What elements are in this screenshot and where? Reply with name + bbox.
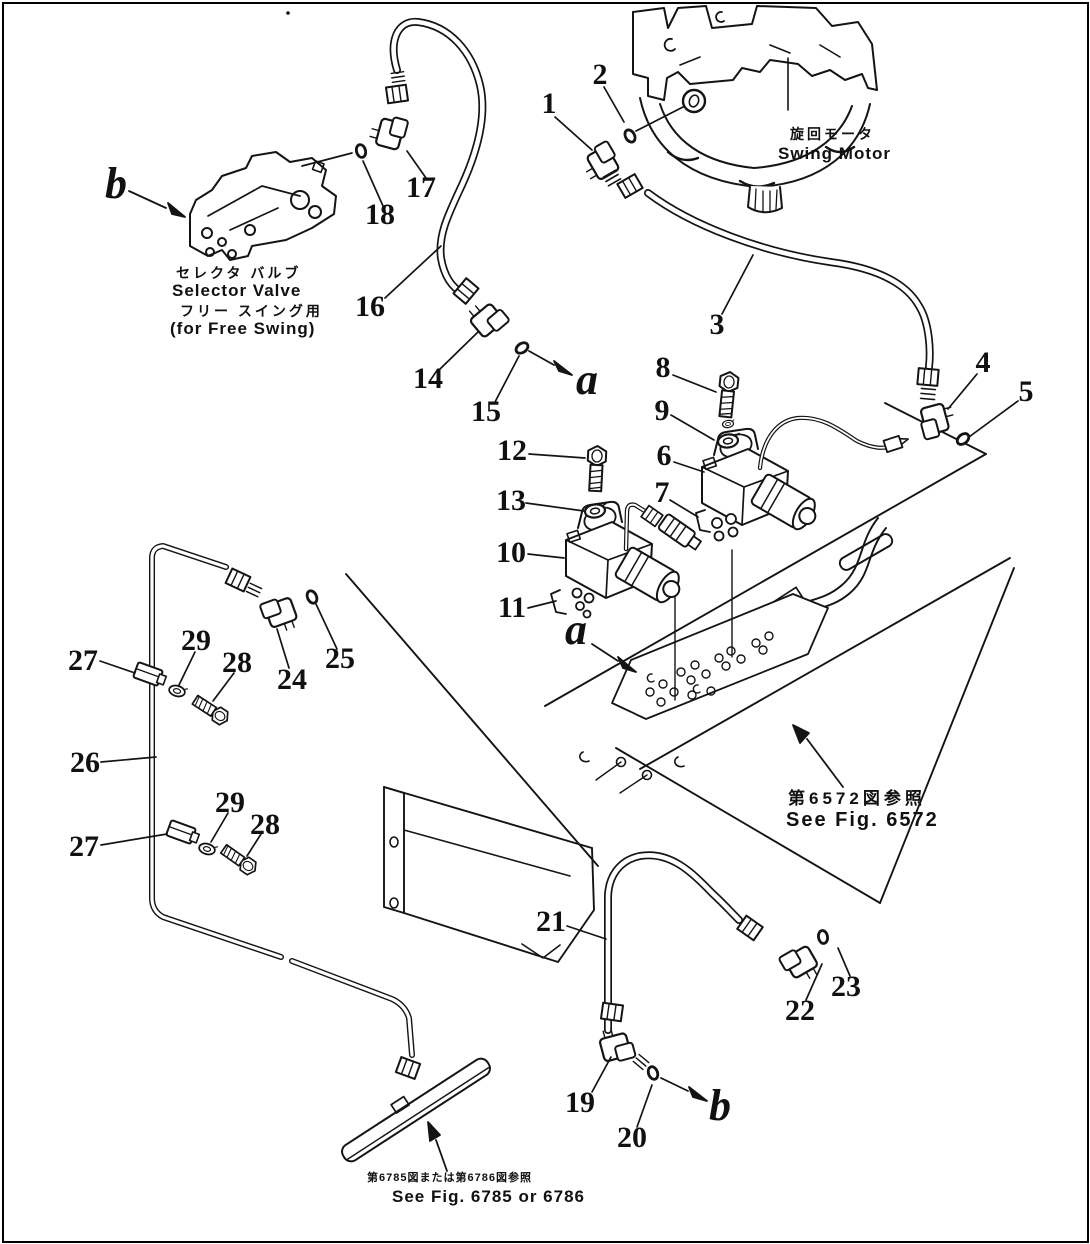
o-ring-9b — [721, 418, 736, 429]
elbow-1 — [577, 139, 624, 185]
view-letter-b-top: b — [105, 159, 127, 208]
ref-6785-label-jp: 第6785図または第6786図参照 — [367, 1172, 532, 1184]
callout-14: 14 — [413, 362, 443, 395]
solenoid-wire — [757, 415, 910, 471]
ref-6572-label-en: See Fig. 6572 — [786, 809, 939, 831]
callout-3: 3 — [709, 308, 725, 341]
elbow-4 — [916, 400, 959, 441]
union-hose16-bottom — [452, 277, 480, 305]
callout-2: 2 — [592, 58, 608, 91]
bottom-bar — [341, 1057, 491, 1163]
ref-6785-label-en: See Fig. 6785 or 6786 — [392, 1187, 585, 1206]
selector-valve-label-en: Selector Valve — [172, 281, 302, 300]
callout-28b: 28 — [250, 808, 280, 841]
callout-29b: 29 — [215, 786, 245, 819]
callout-8: 8 — [655, 351, 671, 384]
solenoid-valve-10 — [565, 500, 681, 604]
swing-motor-label-jp: 旋回モータ — [790, 126, 875, 142]
callout-10: 10 — [496, 536, 526, 569]
pipe-26 — [149, 543, 415, 1058]
callout-27b: 27 — [69, 830, 99, 863]
callout-16: 16 — [355, 290, 385, 323]
callout-12: 12 — [497, 434, 527, 467]
leader-lines — [99, 86, 1019, 1128]
view-letter-a-top: a — [576, 355, 598, 404]
threads-4 — [919, 387, 937, 401]
callout-15: 15 — [471, 395, 501, 428]
union-24 — [224, 567, 252, 593]
callout-17: 17 — [406, 171, 436, 204]
washer-29b — [197, 841, 219, 858]
view-letter-a-bottom: a — [565, 605, 587, 654]
callout-21: 21 — [536, 905, 566, 938]
clamp-27a — [132, 661, 169, 689]
bolt-28b — [218, 841, 261, 878]
union-hose3-start — [616, 173, 644, 199]
free-swing-label-en: (for Free Swing) — [170, 319, 316, 338]
ref-6572-label-jp: 第6572図参照 — [788, 789, 926, 808]
swing-motor — [632, 5, 878, 214]
orifice-7 — [623, 502, 702, 552]
wire-connector — [882, 434, 910, 454]
bracket-channel — [383, 786, 595, 963]
callout-7: 7 — [654, 476, 670, 509]
threads-24 — [245, 582, 263, 598]
o-ring-23 — [816, 928, 830, 946]
union-pipe26-end — [394, 1056, 422, 1080]
callout-11: 11 — [497, 591, 527, 624]
view-arrows — [128, 190, 844, 1172]
callout-13: 13 — [496, 484, 526, 517]
clamp-27b — [165, 819, 202, 847]
elbow-14 — [463, 293, 511, 342]
callout-29a: 29 — [181, 624, 211, 657]
mounting-plate — [595, 549, 829, 794]
selector-valve — [189, 151, 337, 261]
union-19 — [599, 1001, 625, 1023]
callout-18: 18 — [365, 198, 395, 231]
callout-19: 19 — [565, 1086, 595, 1119]
callout-26: 26 — [70, 746, 100, 779]
elbow-24 — [258, 593, 301, 638]
o-ring-2 — [621, 126, 639, 146]
elbow-19 — [596, 1023, 637, 1066]
o-rings-11 — [550, 587, 595, 619]
callout-22: 22 — [785, 994, 815, 1027]
o-ring-18 — [353, 142, 369, 160]
o-ring-20 — [645, 1063, 661, 1083]
o-ring-15 — [512, 339, 532, 357]
bolt-8 — [715, 370, 740, 419]
callout-6: 6 — [656, 439, 672, 472]
washer-29a — [167, 683, 189, 700]
motor-port-hole — [681, 88, 707, 114]
union-hose16-top — [384, 83, 410, 105]
o-ring-25 — [303, 587, 321, 607]
selector-valve-label-jp: セレクタ バルブ — [176, 265, 302, 281]
union-hose3-end — [916, 367, 940, 387]
callout-1: 1 — [541, 87, 557, 120]
bolt-28a — [190, 692, 233, 728]
free-swing-label-jp: フリー スイング用 — [180, 303, 323, 319]
hose-3 — [644, 189, 934, 371]
print-dot — [286, 11, 290, 15]
swing-motor-label-en: Swing Motor — [778, 144, 891, 163]
callout-4: 4 — [975, 346, 991, 379]
o-rings-7 — [695, 509, 739, 542]
hose-21 — [604, 851, 743, 1034]
bolt-12 — [585, 444, 608, 493]
view-letter-b-bottom: b — [709, 1081, 731, 1130]
callout-28a: 28 — [222, 646, 252, 679]
callout-9: 9 — [654, 394, 670, 427]
callout-20: 20 — [617, 1121, 647, 1154]
hose-16 — [389, 17, 487, 297]
elbow-17 — [367, 111, 410, 152]
callout-24: 24 — [277, 663, 307, 696]
callout-5: 5 — [1018, 375, 1034, 408]
callout-27a: 27 — [68, 644, 98, 677]
alignment-lines — [674, 549, 733, 701]
callout-23: 23 — [831, 970, 861, 1003]
callout-25: 25 — [325, 642, 355, 675]
